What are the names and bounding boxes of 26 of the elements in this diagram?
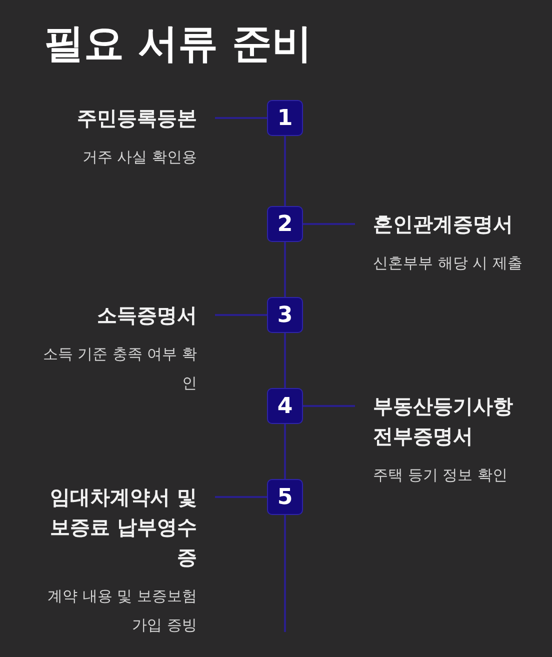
document-description: 계약 내용 및 보증보험 가입 증빙: [46, 586, 197, 636]
timeline-line: [284, 424, 286, 479]
timeline-line: [284, 333, 286, 388]
document-description: 거주 사실 확인용: [81, 147, 197, 168]
connector-line: [303, 223, 355, 225]
document-description: 신혼부부 해당 시 제출: [373, 253, 524, 274]
document-heading: 소득증명서: [96, 302, 197, 329]
title: 필요 서류 준비: [44, 20, 312, 69]
document-heading: 임대차계약서 및 보증료 납부영수증: [49, 484, 197, 571]
timeline-line: [284, 515, 286, 632]
document-description: 주택 등기 정보 확인: [373, 465, 508, 486]
step-number-box: 4: [267, 388, 303, 424]
timeline-line: [284, 242, 286, 297]
document-description: 소득 기준 충족 여부 확인: [42, 344, 197, 394]
connector-line: [303, 405, 355, 407]
step-number-box: 1: [267, 100, 303, 136]
connector-line: [215, 314, 267, 316]
document-heading: 주민등록등본: [76, 105, 197, 132]
step-number-box: 3: [267, 297, 303, 333]
document-heading: 혼인관계증명서: [373, 211, 514, 238]
timeline-line: [284, 136, 286, 206]
connector-line: [215, 496, 267, 498]
step-number-box: 5: [267, 479, 303, 515]
document-heading: 부동산등기사항 전부증명서: [373, 393, 514, 450]
step-number-box: 2: [267, 206, 303, 242]
connector-line: [215, 117, 267, 119]
